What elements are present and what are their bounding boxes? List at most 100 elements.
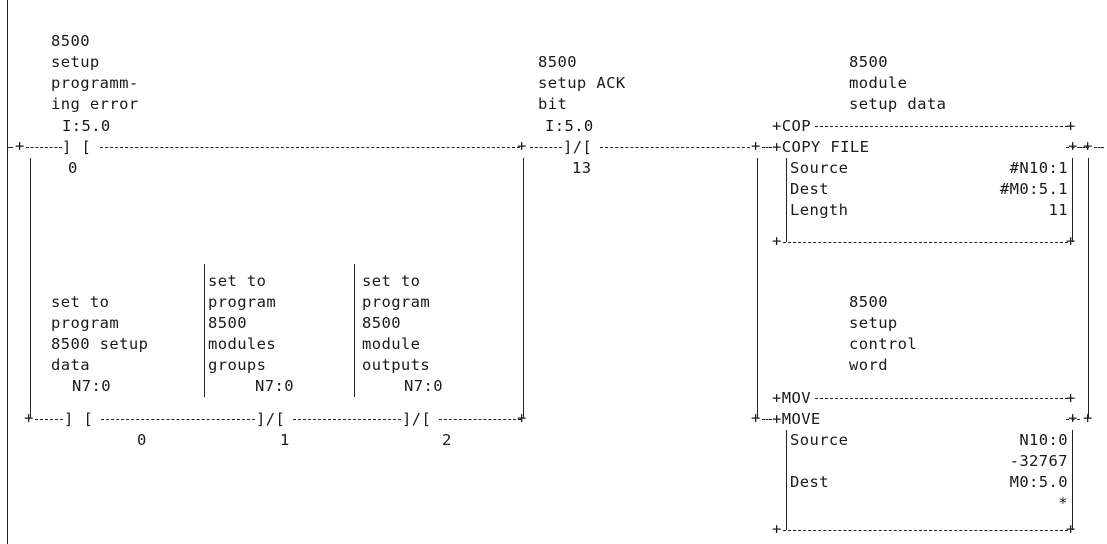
block-corner: + [1066, 520, 1076, 538]
contact-bit: 13 [572, 159, 592, 177]
rung-wire [530, 147, 562, 148]
block-corner: + [772, 232, 782, 250]
column-separator [204, 264, 205, 397]
contact-description: program [362, 293, 431, 311]
block-right-border [1072, 430, 1073, 530]
param-label: Dest [790, 473, 829, 491]
contact-description: data [51, 356, 90, 374]
branch-node: + [751, 137, 761, 155]
block-corner: + [1066, 117, 1076, 135]
param-label: Length [790, 201, 849, 219]
contact-description: set to [208, 272, 267, 290]
block-corner: + [1066, 389, 1076, 407]
block-right-border [1072, 158, 1073, 242]
branch-wire [1088, 158, 1089, 418]
branch-wire [523, 158, 524, 418]
contact-description: outputs [362, 356, 431, 374]
instruction-title: +MOVE [772, 410, 821, 428]
contact-bit: 0 [68, 159, 78, 177]
contact-description: 8500 [51, 32, 90, 50]
instruction-description: 8500 [849, 293, 888, 311]
param-value: #N10:1 [1009, 159, 1068, 177]
param-value: -32767 [1009, 452, 1068, 470]
contact-description: modules [208, 335, 277, 353]
contact-description: ing error [51, 95, 139, 113]
block-top-border [815, 126, 1068, 127]
branch-node: + [1083, 137, 1093, 155]
block-corner: + [772, 520, 782, 538]
param-value: N10:0 [1019, 431, 1068, 449]
block-bottom-border [783, 242, 1068, 243]
instruction-description: setup [849, 314, 898, 332]
block-corner: + [1066, 232, 1076, 250]
left-power-rail [7, 0, 8, 544]
contact-description: 8500 [208, 314, 247, 332]
rung-wire [439, 419, 521, 420]
contact-symbol: ]/[ [256, 410, 286, 428]
contact-description: program [51, 314, 120, 332]
rung-wire [7, 147, 13, 148]
contact-symbol: ]/[ [402, 410, 432, 428]
param-label: Source [790, 431, 849, 449]
branch-node: + [1068, 409, 1078, 427]
param-value: M0:5.0 [1009, 473, 1068, 491]
param-value: 11 [1048, 201, 1068, 219]
instruction-mnemonic: +MOV [772, 389, 811, 407]
block-left-border [786, 158, 787, 242]
branch-node: + [517, 409, 527, 427]
rung-wire [762, 419, 772, 420]
contact-bit: 0 [137, 431, 147, 449]
contact-description: 8500 setup [51, 335, 149, 353]
block-top-border [815, 398, 1068, 399]
contact-address: I:5.0 [545, 117, 594, 135]
contact-address: I:5.0 [62, 117, 111, 135]
contact-address: N7:0 [404, 377, 443, 395]
instruction-title: +COPY FILE [772, 138, 870, 156]
rung-wire [1066, 419, 1080, 420]
branch-wire [30, 158, 31, 418]
branch-node: + [15, 137, 25, 155]
rung-wire [1094, 147, 1104, 148]
contact-bit: 2 [442, 431, 452, 449]
contact-symbol: ] [ [62, 138, 92, 156]
contact-symbol: ] [ [64, 410, 94, 428]
param-value: * [1058, 494, 1068, 512]
contact-description: program [208, 293, 277, 311]
contact-address: N7:0 [255, 377, 294, 395]
contact-description: groups [208, 356, 267, 374]
param-label: Dest [790, 180, 829, 198]
instruction-description: 8500 [849, 53, 888, 71]
branch-node: + [751, 409, 761, 427]
block-left-border [786, 430, 787, 530]
contact-description: 8500 [538, 53, 577, 71]
rung-wire [293, 419, 401, 420]
branch-node: + [517, 137, 527, 155]
rung-wire [35, 419, 63, 420]
contact-description: bit [538, 95, 568, 113]
rung-wire [26, 147, 62, 148]
contact-description: programm- [51, 74, 139, 92]
branch-node: + [24, 409, 34, 427]
rung-wire [100, 147, 520, 148]
contact-description: module [362, 335, 421, 353]
rung-wire [762, 147, 772, 148]
rung-wire [600, 147, 750, 148]
rung-wire [1066, 147, 1080, 148]
contact-description: setup [51, 53, 100, 71]
instruction-description: setup data [849, 95, 947, 113]
contact-description: setup ACK [538, 74, 626, 92]
block-bottom-border [783, 530, 1068, 531]
instruction-mnemonic: +COP [772, 117, 811, 135]
param-value: #M0:5.1 [999, 180, 1068, 198]
contact-address: N7:0 [72, 377, 111, 395]
rung-wire [1079, 147, 1089, 148]
branch-node: + [1083, 409, 1093, 427]
contact-description: 8500 [362, 314, 401, 332]
instruction-description: word [849, 356, 888, 374]
param-label: Source [790, 159, 849, 177]
rung-wire [101, 419, 255, 420]
contact-description: set to [51, 293, 110, 311]
column-separator [354, 264, 355, 397]
contact-bit: 1 [280, 431, 290, 449]
